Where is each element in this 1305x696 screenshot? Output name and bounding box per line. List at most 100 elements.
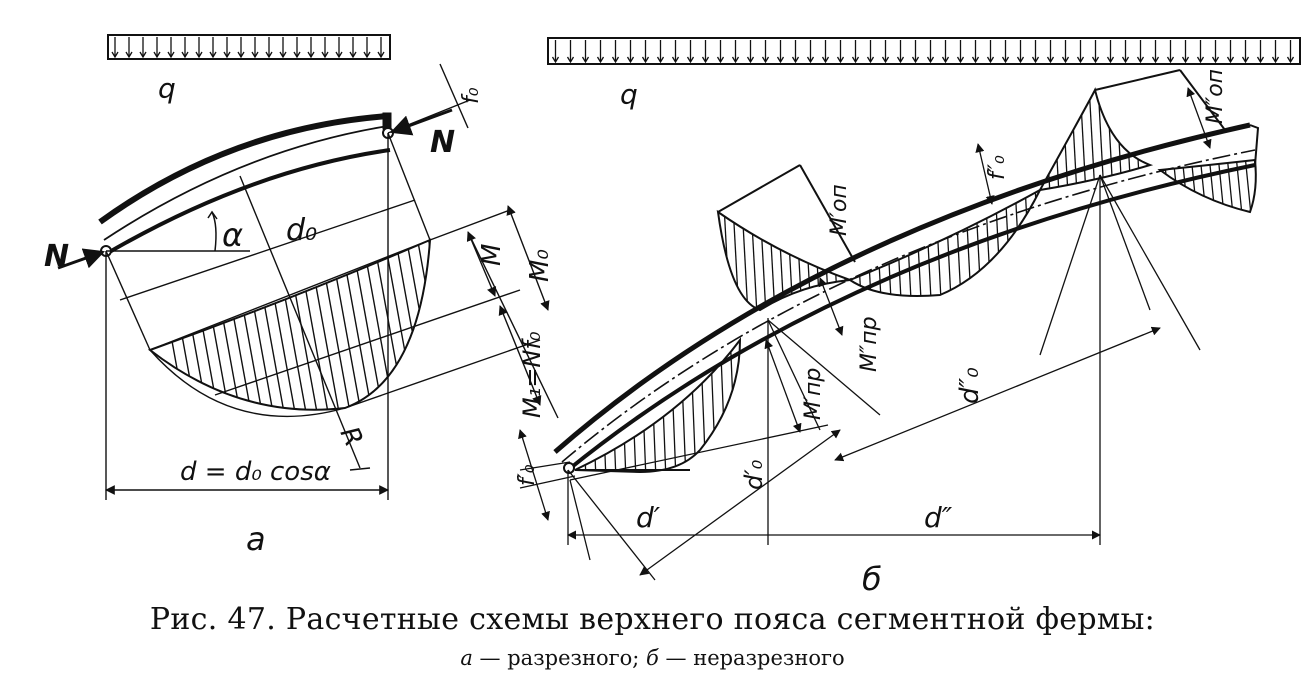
- load-bar-b: [547, 37, 1301, 65]
- hatch-line: [944, 190, 952, 296]
- hatch-line: [786, 212, 794, 310]
- hatch-line: [813, 212, 821, 310]
- label-M-pr-1: M′пр: [801, 368, 826, 420]
- load-arrow-head: [1271, 56, 1280, 64]
- hatch-line: [750, 212, 758, 310]
- load-arrow-head: [153, 51, 161, 59]
- load-arrow-head: [1091, 56, 1100, 64]
- hatch-line: [994, 190, 1002, 296]
- hatch-line: [1106, 90, 1114, 190]
- load-arrow-head: [731, 56, 740, 64]
- load-arrow-head: [1196, 56, 1205, 64]
- label-f0-1: f′₀: [515, 464, 540, 486]
- label-M-pr-2: M″пр: [857, 316, 882, 372]
- label-f0-a: f₀: [459, 87, 484, 104]
- hatch-line: [699, 340, 707, 472]
- hatch-line: [1070, 90, 1078, 190]
- label-d0: d₀: [286, 213, 317, 248]
- load-arrow-head: [1016, 56, 1025, 64]
- hatch-line: [964, 190, 972, 296]
- hatch-line: [1024, 190, 1032, 296]
- hatch-line: [150, 240, 191, 410]
- load-arrow-head: [911, 56, 920, 64]
- load-arrow-head: [1031, 56, 1040, 64]
- label-N-right: N: [430, 125, 455, 160]
- load-arrow-head: [581, 56, 590, 64]
- hatch-line: [248, 240, 290, 410]
- hatch-line: [347, 240, 389, 410]
- load-arrow-head: [1076, 56, 1085, 64]
- load-arrow-head: [1001, 56, 1010, 64]
- load-arrow-head: [1241, 56, 1250, 64]
- hatch-line: [160, 240, 202, 410]
- moment-diagram-a: [147, 238, 432, 411]
- hatch-line: [1088, 90, 1096, 190]
- load-arrow-head: [776, 56, 785, 64]
- load-arrow-head: [1151, 56, 1160, 64]
- load-arrow-head: [181, 51, 189, 59]
- caption-subtitle: а — разрезного; б — неразрезного: [0, 646, 1305, 670]
- load-arrow-head: [349, 51, 357, 59]
- label-d2: d″: [924, 501, 953, 534]
- panel-b: q M′оп M″оп M″пр M′пр f″₀ f′₀ d′ d″ d′₀ …: [515, 37, 1301, 598]
- hatch-line: [894, 190, 902, 296]
- load-arrow-head: [626, 56, 635, 64]
- load-arrow-head: [821, 56, 830, 64]
- hatch-line: [904, 190, 912, 296]
- hatch-line: [358, 240, 400, 410]
- load-arrow-head: [611, 56, 620, 64]
- load-arrow-head: [1166, 56, 1175, 64]
- load-arrow-head: [195, 51, 203, 59]
- hatch-line: [750, 330, 756, 480]
- label-panel-b: б: [862, 560, 882, 598]
- load-arrow-head: [167, 51, 175, 59]
- label-N-left: N: [44, 239, 69, 274]
- load-arrow-head: [307, 51, 315, 59]
- hatch-line: [759, 212, 767, 310]
- label-q-b: q: [620, 78, 638, 111]
- chord-a: [98, 112, 392, 256]
- load-arrow-head: [321, 51, 329, 59]
- load-arrow-head: [551, 56, 560, 64]
- label-M-on-1: M′оп: [827, 184, 852, 236]
- load-arrow-head: [251, 51, 259, 59]
- load-arrow-head: [377, 51, 385, 59]
- load-arrow-head: [1136, 56, 1145, 64]
- label-d0-1: d′₀: [740, 459, 768, 490]
- load-arrow-head: [806, 56, 815, 64]
- hatch-line: [1152, 85, 1158, 195]
- load-arrow-head: [293, 51, 301, 59]
- load-arrow-head: [701, 56, 710, 64]
- hatch-line: [292, 240, 334, 410]
- load-arrow-head: [139, 51, 147, 59]
- load-arrow-head: [125, 51, 133, 59]
- load-arrow-head: [111, 51, 119, 59]
- label-M0-a: M₀: [525, 249, 555, 282]
- hatch-line: [402, 240, 430, 410]
- hatch-line: [281, 240, 323, 410]
- label-q-a: q: [158, 72, 176, 105]
- construction-b: [518, 87, 1212, 581]
- load-arrow-head: [596, 56, 605, 64]
- hatch-line: [719, 340, 727, 472]
- hatch-line: [424, 240, 430, 410]
- hatch-line: [924, 190, 932, 296]
- label-panel-a: а: [246, 520, 266, 558]
- load-arrow-head: [686, 56, 695, 64]
- label-alpha: α: [222, 216, 243, 254]
- hatch-line: [729, 340, 737, 472]
- label-d0-2: d″₀: [955, 367, 985, 404]
- load-arrow-head: [566, 56, 575, 64]
- hatch-line: [1253, 160, 1256, 212]
- hatch-line: [1244, 160, 1252, 212]
- load-arrow-head: [971, 56, 980, 64]
- label-M-a: M: [477, 244, 507, 266]
- hatch-line: [1142, 90, 1150, 190]
- load-arrow-head: [956, 56, 965, 64]
- hatch-line: [336, 240, 378, 410]
- load-arrow-head: [265, 51, 273, 59]
- chord-b: [519, 122, 1260, 489]
- load-arrow-head: [791, 56, 800, 64]
- load-arrow-head: [237, 51, 245, 59]
- panel-a: q N N α d₀ f₀ M M₀ M₁=Nf₀ R d = d₀ cosα …: [44, 34, 559, 558]
